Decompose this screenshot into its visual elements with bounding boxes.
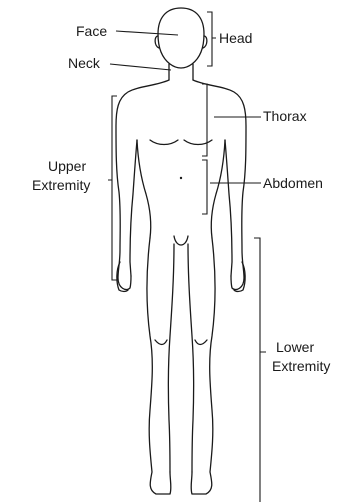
left-leg-inner: [168, 244, 174, 472]
label-thorax: Thorax: [263, 108, 307, 124]
label-head: Head: [219, 30, 252, 46]
left-knee: [155, 340, 167, 345]
lower-extremity-bracket: [254, 238, 266, 502]
right-side-contour: [193, 80, 246, 290]
right-leg-outer: [191, 238, 215, 494]
face-leader: [116, 31, 178, 35]
neck-leader: [110, 64, 171, 70]
head-outline: [158, 8, 204, 68]
left-leg-outer: [147, 238, 171, 494]
label-lower-1: Lower: [276, 339, 314, 355]
left-torso: [137, 140, 151, 238]
label-lower-2: Extremity: [272, 358, 330, 374]
right-inner-arm: [225, 140, 232, 276]
human-body-outline: [116, 8, 246, 494]
right-torso: [211, 140, 225, 238]
right-knee: [195, 340, 207, 345]
label-upper-2: Extremity: [32, 177, 90, 193]
label-upper-1: Upper: [48, 158, 86, 174]
label-face: Face: [76, 23, 107, 39]
left-inner-arm: [130, 140, 137, 276]
head-bracket: [207, 12, 216, 66]
leader-lines: [110, 31, 261, 183]
left-side-contour: [116, 80, 169, 290]
right-pec: [184, 140, 212, 145]
right-leg-inner: [188, 244, 194, 472]
crotch: [174, 236, 188, 245]
navel: [180, 177, 182, 179]
left-pec: [150, 140, 178, 145]
abdomen-bracket: [202, 160, 207, 214]
label-abdomen: Abdomen: [263, 175, 323, 191]
label-neck: Neck: [68, 55, 101, 71]
thorax-bracket: [202, 84, 207, 156]
